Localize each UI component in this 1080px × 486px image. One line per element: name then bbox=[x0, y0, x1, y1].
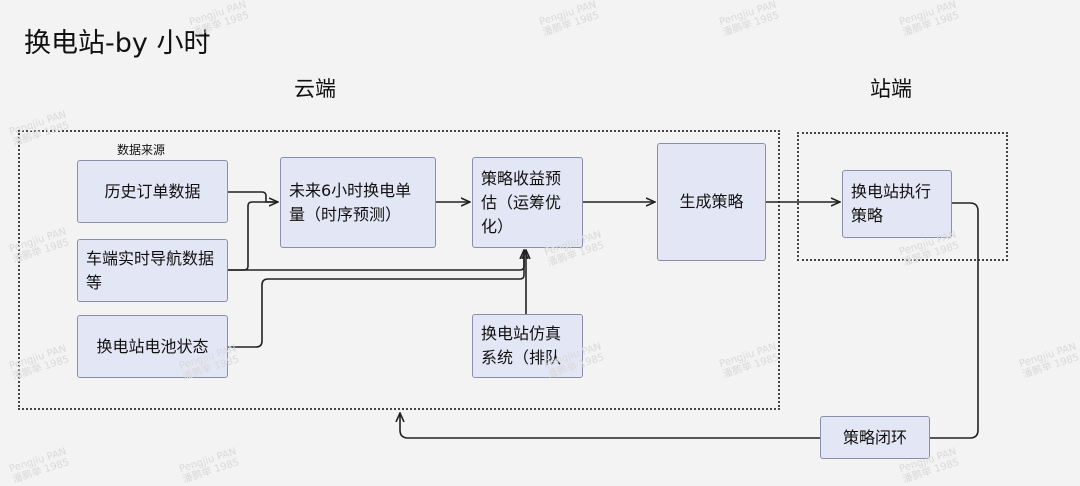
forecast-text: 未来6小时换电单量（时序预测） bbox=[289, 180, 412, 224]
vehicle-navigation-data-text: 车端实时导航数据等 bbox=[86, 248, 215, 292]
station-region bbox=[797, 132, 1008, 261]
simulation-system-text: 换电站仿真系统（排队 bbox=[481, 324, 562, 367]
history-order-data-text: 历史订单数据 bbox=[104, 181, 201, 201]
edge-navigation-to-forecast bbox=[228, 201, 278, 271]
data-source-label: 数据来源 bbox=[117, 143, 166, 157]
generate-strategy-node[interactable]: 生成策略 bbox=[657, 143, 766, 261]
edge-battery-to-revenue bbox=[228, 250, 525, 348]
strategy-loop-text: 策略闭环 bbox=[842, 427, 907, 447]
generate-strategy-text: 生成策略 bbox=[679, 192, 744, 211]
battery-status-text: 换电站电池状态 bbox=[96, 336, 209, 356]
battery-status-node[interactable]: 换电站电池状态 bbox=[77, 315, 228, 378]
history-order-data-node[interactable]: 历史订单数据 bbox=[77, 160, 228, 223]
execute-strategy-text: 换电站执行策略 bbox=[851, 182, 932, 225]
execute-strategy-node[interactable]: 换电站执行策略 bbox=[842, 170, 952, 238]
revenue-estimate-node[interactable]: 策略收益预估（运筹优化） bbox=[472, 157, 583, 248]
station-section-label: 站端 bbox=[870, 77, 912, 101]
edge-history-to-forecast bbox=[228, 191, 278, 202]
edge-navigation-to-revenue bbox=[228, 250, 524, 271]
simulation-system-node[interactable]: 换电站仿真系统（排队 bbox=[472, 314, 583, 378]
revenue-estimate-text: 策略收益预估（运筹优化） bbox=[481, 168, 562, 236]
page-title: 换电站-by 小时 bbox=[24, 28, 211, 59]
cloud-section-label: 云端 bbox=[294, 77, 336, 101]
vehicle-navigation-data-node[interactable]: 车端实时导航数据等 bbox=[77, 239, 228, 302]
edge-execute-to-loop bbox=[930, 202, 979, 439]
edge-loop-to-cloud bbox=[400, 413, 820, 439]
strategy-loop-node[interactable]: 策略闭环 bbox=[820, 416, 930, 459]
forecast-node[interactable]: 未来6小时换电单量（时序预测） bbox=[280, 157, 436, 248]
cloud-region bbox=[18, 130, 780, 410]
